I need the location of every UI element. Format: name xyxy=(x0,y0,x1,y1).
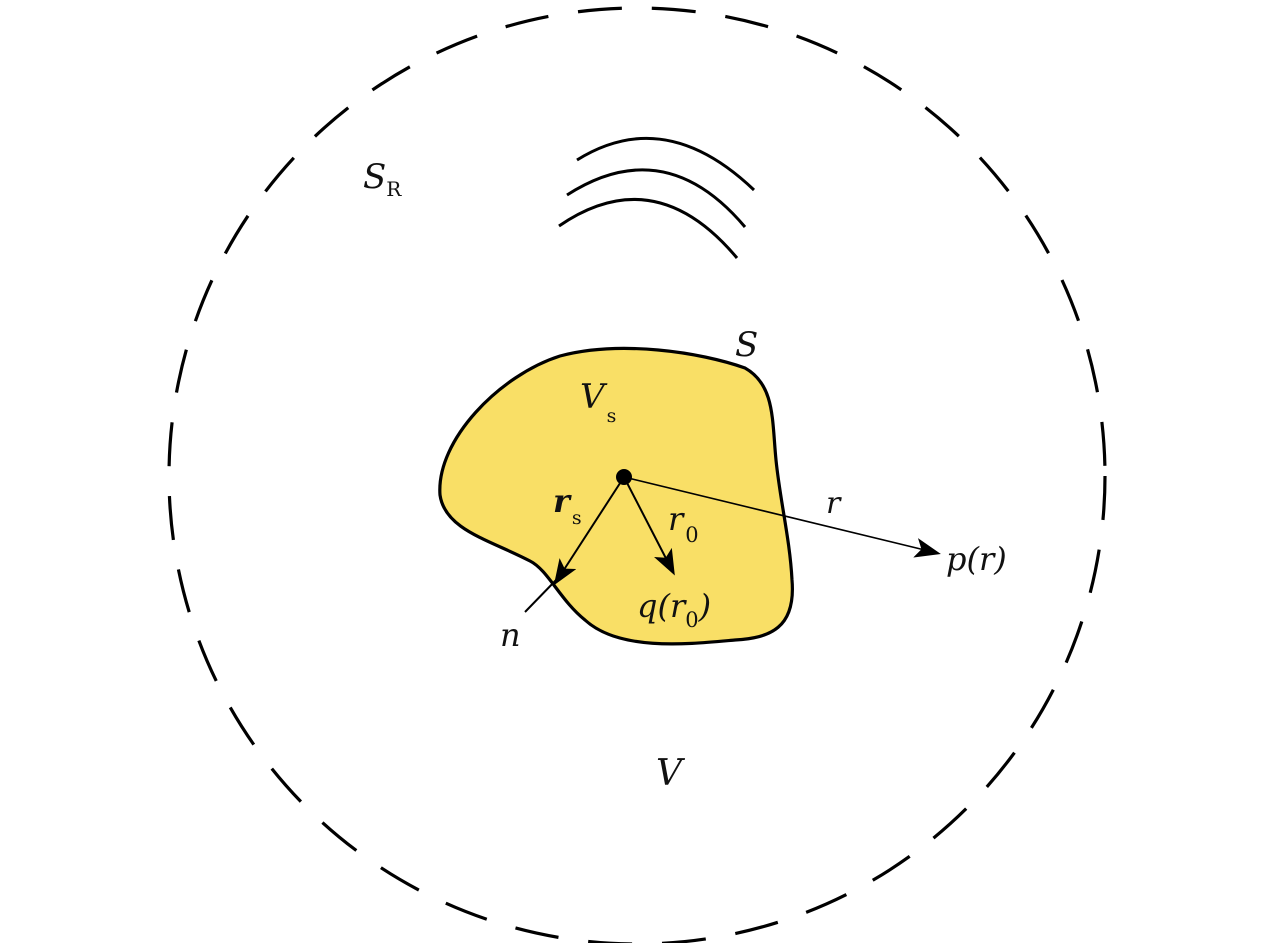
label-source-point: q(r0) xyxy=(637,587,711,632)
label-field-point: p(r) xyxy=(946,540,1007,578)
normal-line xyxy=(524,577,559,613)
surface-vector-rs xyxy=(553,476,625,586)
wave-arc-1 xyxy=(576,136,756,192)
outer-boundary-sr xyxy=(167,6,1107,943)
radiating-body xyxy=(438,346,794,646)
source-vector-r0 xyxy=(623,476,675,576)
wave-arc-2 xyxy=(566,168,747,228)
label-normal: n xyxy=(500,616,521,654)
label-field-vector: r xyxy=(826,486,842,521)
origin-point xyxy=(616,469,632,485)
label-body-surface: S xyxy=(735,325,758,365)
label-source-vector: r0 xyxy=(668,500,699,547)
label-outer-volume: V xyxy=(656,753,686,794)
label-outer-surface: SR xyxy=(363,157,402,201)
wave-arcs xyxy=(558,136,756,259)
field-vector-r xyxy=(623,476,941,558)
wave-arc-3 xyxy=(558,197,739,259)
